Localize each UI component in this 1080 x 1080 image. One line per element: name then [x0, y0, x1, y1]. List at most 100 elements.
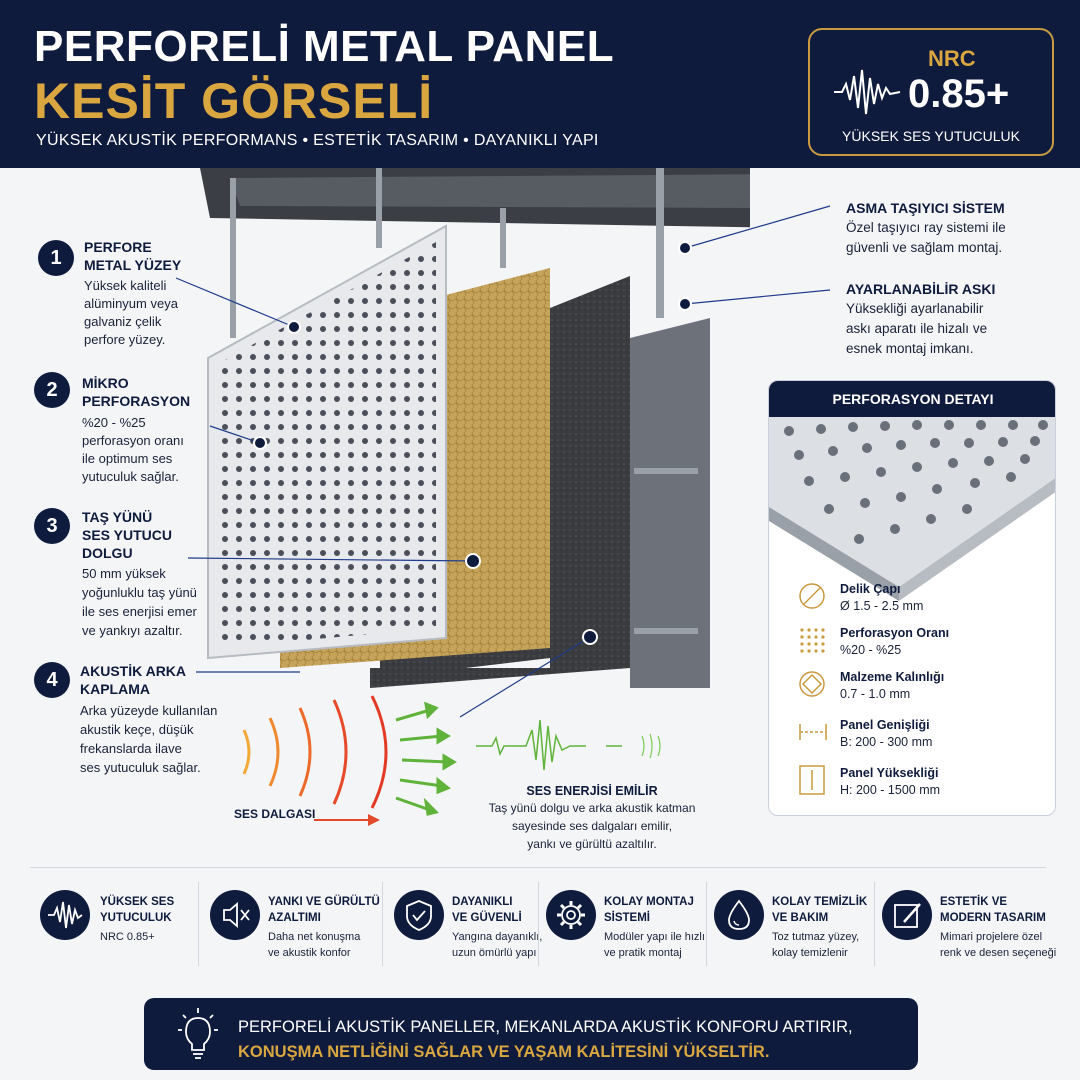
- title-line-1: PERFORELİ METAL PANEL: [34, 22, 615, 71]
- item-4-body-3: frekanslarda ilave: [80, 741, 182, 756]
- item-4-title-line-2: KAPLAMA: [80, 681, 150, 697]
- perforation-detail-card: PERFORASYON DETAYI: [768, 380, 1056, 816]
- absorb-body-3: yankı ve gürültü azaltılır.: [527, 837, 657, 851]
- feature-4-title-2: SİSTEMİ: [604, 912, 651, 924]
- subtitle: YÜKSEK AKUSTİK PERFORMANS • ESTETİK TASA…: [36, 132, 599, 149]
- item-4-title-line-1: AKUSTİK ARKA: [80, 663, 187, 679]
- item-number-1: 1: [38, 240, 74, 276]
- leader-lines: [175, 205, 831, 718]
- feature-separator: [198, 882, 199, 966]
- spec-value-5: H: 200 - 1500 mm: [840, 783, 941, 797]
- right-item-2-body-3: esnek montaj imkanı.: [846, 341, 974, 356]
- item-1-body-3: galvaniz çelik: [84, 314, 162, 329]
- banner-line-2: KONUŞMA NETLİĞİNİ SAĞLAR VE YAŞAM KALİTE…: [238, 1043, 770, 1061]
- absorbed-wave-icon: [476, 719, 586, 771]
- feature-6-body-1: Mimari projelere özel: [940, 931, 1043, 943]
- spec-label-2: Perforasyon Oranı: [840, 626, 950, 640]
- spec-value-1: Ø 1.5 - 2.5 mm: [840, 599, 924, 613]
- speaker-mute-icon: [210, 890, 260, 940]
- feature-2-title-2: AZALTIMI: [268, 912, 321, 924]
- item-1-body-2: alüminyum veya: [84, 296, 178, 311]
- height-icon: [799, 765, 825, 795]
- feature-4-body-1: Modüler yapı ile hızlı: [604, 931, 705, 943]
- right-item-1-title: ASMA TAŞIYICI SİSTEM: [846, 200, 1005, 216]
- feature-separator: [538, 882, 539, 966]
- feature-3-title-2: VE GÜVENLİ: [452, 912, 522, 924]
- feature-separator: [874, 882, 875, 966]
- feature-5-body-1: Toz tutmaz yüzey,: [772, 931, 860, 943]
- sound-wave-icon: [834, 69, 901, 115]
- perforated-sheet-closeup: [769, 417, 1055, 601]
- absorb-body-2: sayesinde ses dalgaları emilir,: [511, 819, 673, 833]
- feature-4-body-2: ve pratik montaj: [604, 947, 682, 959]
- feature-5-title-2: VE BAKIM: [772, 912, 829, 924]
- nrc-caption: YÜKSEK SES YUTUCULUK: [842, 128, 1020, 144]
- section-divider: [30, 867, 1046, 868]
- spec-label-5: Panel Yüksekliği: [840, 766, 939, 780]
- nrc-badge: [808, 28, 1054, 156]
- right-item-2-body-1: Yüksekliği ayarlanabilir: [846, 301, 984, 316]
- detail-card-title: PERFORASYON DETAYI: [769, 381, 1055, 417]
- back-frame: [630, 318, 710, 688]
- item-4-body-4: ses yutuculuk sağlar.: [80, 760, 201, 775]
- item-1-body-4: perfore yüzey.: [84, 332, 166, 347]
- item-number-2: 2: [34, 372, 70, 408]
- item-1-title-line-2: METAL YÜZEY: [84, 257, 182, 273]
- dot-grid-icon: [800, 628, 825, 653]
- acoustic-felt-layer: [370, 276, 630, 688]
- item-3-body-4: ve yankıyı azaltır.: [82, 623, 183, 638]
- adjustable-hanger: [656, 168, 664, 318]
- spec-value-2: %20 - %25: [840, 643, 902, 657]
- water-drop-icon: [714, 890, 764, 940]
- feature-separator: [706, 882, 707, 966]
- feature-2-body-2: ve akustik konfor: [268, 947, 351, 959]
- item-2-title-line-1: MİKRO: [82, 375, 129, 391]
- item-2-body-1: %20 - %25: [82, 415, 146, 430]
- spec-label-1: Delik Çapı: [840, 582, 901, 596]
- spec-value-3: 0.7 - 1.0 mm: [840, 687, 911, 701]
- item-4-body-2: akustik keçe, düşük: [80, 722, 194, 737]
- spec-value-4: B: 200 - 300 mm: [840, 735, 933, 749]
- feature-1-title-1: YÜKSEK SES: [100, 896, 175, 908]
- item-number-4: 4: [34, 662, 70, 698]
- spec-label-4: Panel Genişliği: [840, 718, 930, 732]
- sound-wave-icon: [40, 890, 90, 940]
- right-item-1-body-2: güvenli ve sağlam montaj.: [846, 240, 1003, 255]
- green-arrows: [395, 701, 457, 816]
- title-line-2: KESİT GÖRSELİ: [34, 73, 434, 129]
- feature-3-body-2: uzun ömürlü yapı: [452, 947, 537, 959]
- panel-cross-section-illustration: [200, 168, 750, 688]
- right-item-2-body-2: askı aparatı ile hizalı ve: [846, 321, 988, 336]
- feature-6-body-2: renk ve desen seçeneği: [940, 947, 1057, 959]
- item-number-3: 3: [34, 508, 70, 544]
- lightbulb-icon: [178, 1008, 218, 1059]
- spec-label-3: Malzeme Kalınlığı: [840, 670, 945, 684]
- width-icon: [799, 724, 827, 740]
- right-item-2-title: AYARLANABİLİR ASKI: [846, 281, 996, 297]
- feature-3-title-1: DAYANIKLI: [452, 896, 513, 908]
- item-3-body-3: ile ses enerjisi emer: [82, 604, 197, 619]
- feature-5-body-2: kolay temizlenir: [772, 947, 848, 959]
- item-1-body-1: Yüksek kaliteli: [84, 278, 167, 293]
- bottom-banner: [144, 998, 918, 1070]
- item-2-body-4: yutuculuk sağlar.: [82, 469, 179, 484]
- feature-6-title-2: MODERN TASARIM: [940, 912, 1046, 924]
- design-pencil-icon: [882, 890, 932, 940]
- absorb-body-1: Taş yünü dolgu ve arka akustik katman: [488, 801, 696, 815]
- item-3-body-2: yoğunluklu taş yünü: [82, 585, 197, 600]
- feature-1-title-2: YUTUCULUK: [100, 912, 172, 924]
- item-3-title-line-1: TAŞ YÜNÜ: [82, 509, 153, 525]
- nrc-label: NRC: [928, 46, 976, 71]
- feature-separator: [382, 882, 383, 966]
- feature-1-body-1: NRC 0.85+: [100, 931, 155, 943]
- item-2-body-3: ile optimum ses: [82, 451, 173, 466]
- item-4-body-1: Arka yüzeyde kullanılan: [80, 703, 218, 718]
- item-2-title-line-2: PERFORASYON: [82, 393, 191, 409]
- feature-5-title-1: KOLAY TEMİZLİK: [772, 896, 868, 908]
- feature-6-title-1: ESTETİK VE: [940, 896, 1008, 908]
- item-3-title-line-3: DOLGU: [82, 545, 133, 561]
- hanger-rod: [230, 178, 236, 338]
- item-1-title-line-1: PERFORE: [84, 239, 152, 255]
- feature-2-body-1: Daha net konuşma: [268, 931, 361, 943]
- banner-line-1: PERFORELİ AKUSTİK PANELLER, MEKANLARDA A…: [238, 1018, 853, 1036]
